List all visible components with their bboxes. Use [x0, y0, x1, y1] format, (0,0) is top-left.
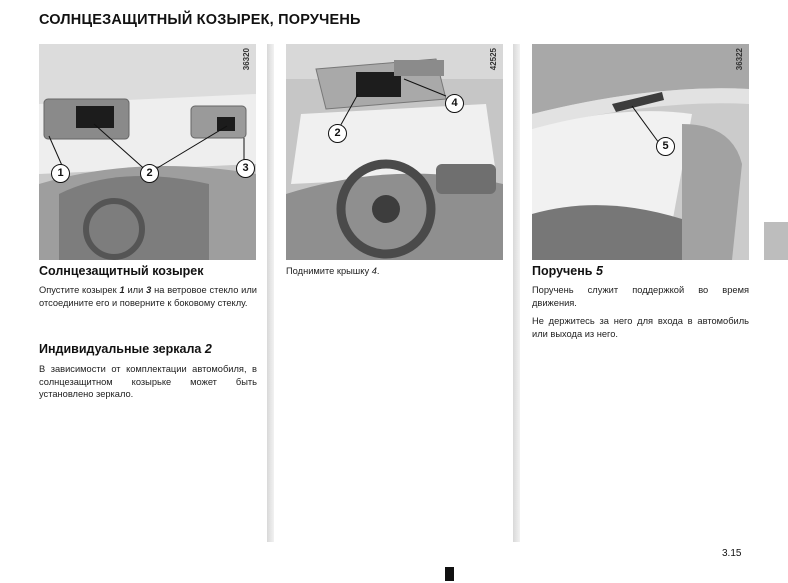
lift-cover-text: Поднимите крышку 4. — [286, 266, 380, 276]
grab-handle-photo — [532, 44, 749, 260]
mirror-cover-photo — [286, 44, 503, 260]
sun-visor-text: Опустите козырек 1 или 3 на ветровое сте… — [39, 285, 257, 308]
vanity-mirror-text: В зависимости от комплектации автомобиля… — [39, 364, 257, 399]
section-thumb-tab — [764, 222, 788, 260]
figure-ref-code: 36322 — [735, 48, 744, 71]
figure-ref-code: 36320 — [242, 48, 251, 71]
grab-handle-warning: Не держитесь за него для входа в автомоб… — [532, 316, 749, 339]
sun-visor-photo — [39, 44, 256, 260]
callout-2: 2 — [140, 164, 159, 183]
heading-vanity-mirrors: Индивидуальные зеркала 2 — [39, 342, 212, 356]
page-number: 3.15 — [722, 548, 742, 559]
page-title: СОЛНЦЕЗАЩИТНЫЙ КОЗЫРЕК, ПОРУЧЕНЬ — [39, 12, 361, 28]
column-divider — [513, 44, 520, 542]
column-divider — [267, 44, 274, 542]
callout-1: 1 — [51, 164, 70, 183]
grab-handle-text: Поручень служит поддержкой во время движ… — [532, 285, 749, 308]
heading-grab-handle: Поручень 5 — [532, 264, 603, 278]
callout-3: 3 — [236, 159, 255, 178]
callout-4: 4 — [445, 94, 464, 113]
print-mark — [445, 567, 454, 581]
callout-5: 5 — [656, 137, 675, 156]
figure-ref-code: 42525 — [489, 48, 498, 71]
callout-2: 2 — [328, 124, 347, 143]
heading-sun-visor: Солнцезащитный козырек — [39, 264, 204, 278]
